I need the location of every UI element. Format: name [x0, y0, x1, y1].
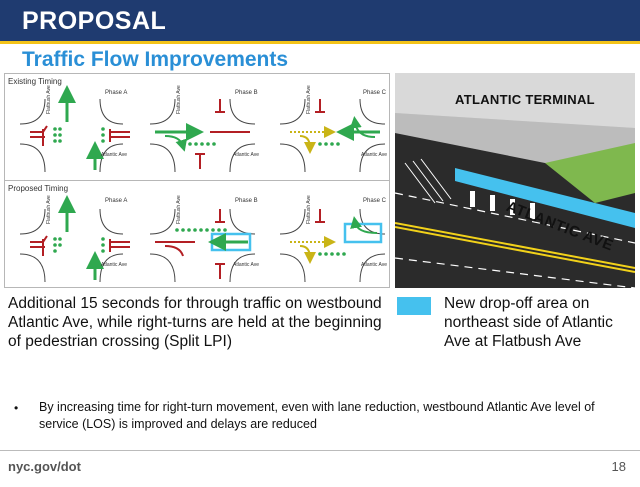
svg-text:Atlantic Ave: Atlantic Ave: [101, 152, 127, 158]
slide-subtitle: Traffic Flow Improvements: [22, 48, 289, 71]
phase-b-label-proposed: Phase B: [235, 198, 258, 204]
dropoff-legend-swatch: [397, 297, 431, 315]
street-label-ns-2: Flatbush Ave: [176, 85, 182, 114]
svg-text:Atlantic Ave: Atlantic Ave: [361, 152, 387, 158]
phase-c-label-proposed: Phase C: [363, 198, 387, 204]
footer-source: nyc.gov/dot: [8, 459, 81, 474]
atlantic-terminal-label: ATLANTIC TERMINAL: [455, 92, 595, 107]
slide-header: PROPOSAL: [0, 0, 640, 44]
street-label-ns-4: Flatbush Ave: [46, 195, 52, 224]
proposed-phase-a-movements: [30, 195, 130, 280]
bullet-icon: •: [14, 401, 19, 415]
street-label-ns-6: Flatbush Ave: [306, 195, 312, 224]
aerial-rendering: [395, 73, 635, 288]
aerial-map-graphic: [395, 73, 635, 288]
svg-text:Atlantic Ave: Atlantic Ave: [233, 152, 259, 158]
timing-caption: Additional 15 seconds for through traffi…: [8, 295, 382, 350]
svg-text:Atlantic Ave: Atlantic Ave: [101, 262, 127, 268]
signal-timing-diagram: Existing Timing Proposed Timing Phase A …: [4, 73, 390, 288]
svg-text:Atlantic Ave: Atlantic Ave: [233, 262, 259, 268]
existing-phase-c-movements: [290, 99, 380, 154]
existing-phase-b-movements: [155, 99, 250, 169]
phase-c-label-existing: Phase C: [363, 90, 387, 96]
phase-a-label-proposed: Phase A: [105, 198, 128, 204]
street-label-ns-3: Flatbush Ave: [306, 85, 312, 114]
dropoff-caption: New drop-off area on northeast side of A…: [444, 295, 613, 350]
street-label-ns-1: Flatbush Ave: [46, 85, 52, 114]
intersection-drawings: Flatbush Ave Flatbush Ave Flatbush Ave F…: [19, 85, 387, 283]
footer-divider: [0, 450, 640, 451]
page-number: 18: [611, 459, 626, 474]
proposed-phase-c-movements: [290, 209, 383, 264]
row-divider: [5, 180, 389, 181]
phase-b-label-existing: Phase B: [235, 90, 258, 96]
proposed-timing-label: Proposed Timing: [8, 184, 69, 193]
street-label-ns-5: Flatbush Ave: [176, 195, 182, 224]
los-bullet-text: By increasing time for right-turn moveme…: [39, 400, 595, 431]
svg-text:Atlantic Ave: Atlantic Ave: [361, 262, 387, 268]
slide-title: PROPOSAL: [22, 7, 167, 35]
proposed-phase-b-movements: [155, 209, 252, 279]
phase-a-label-existing: Phase A: [105, 90, 128, 96]
existing-timing-label: Existing Timing: [8, 77, 62, 86]
existing-phase-a-movements: [30, 85, 130, 170]
